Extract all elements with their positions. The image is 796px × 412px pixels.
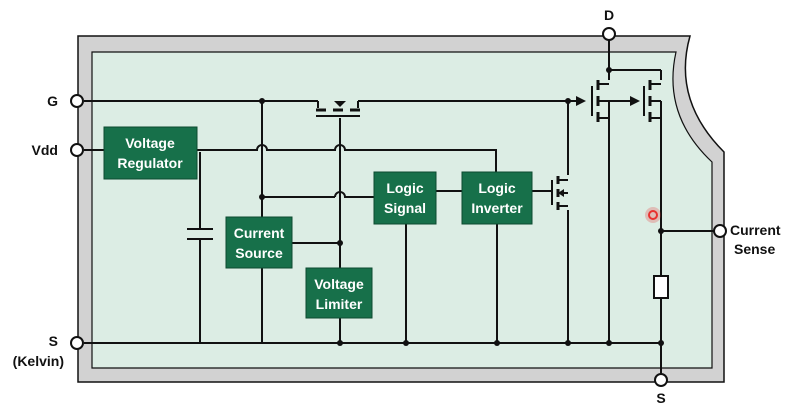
sense-mosfet [630, 80, 662, 122]
sense-resistor [653, 275, 669, 299]
pulldown-mosfet [551, 176, 568, 210]
svg-text:Voltage: Voltage [314, 276, 364, 292]
pin-gate: G [47, 93, 84, 109]
svg-text:S: S [656, 390, 665, 406]
svg-text:Logic: Logic [386, 180, 424, 196]
pin-vdd: Vdd [32, 142, 84, 158]
main-power-mosfet [576, 80, 610, 122]
pin-current-sense: Current Sense [713, 222, 781, 257]
block-logic-inverter: Logic Inverter [461, 171, 533, 225]
svg-text:(Kelvin): (Kelvin) [13, 353, 64, 369]
svg-text:Signal: Signal [384, 200, 426, 216]
pin-source: S [654, 373, 668, 406]
svg-text:Vdd: Vdd [32, 142, 58, 158]
svg-text:S: S [49, 333, 58, 349]
svg-text:G: G [47, 93, 58, 109]
svg-text:Inverter: Inverter [471, 200, 523, 216]
svg-text:Source: Source [235, 245, 283, 261]
gate-clamp-mosfet [316, 101, 360, 117]
block-current-source: Current Source [225, 216, 293, 269]
svg-text:Logic: Logic [478, 180, 516, 196]
svg-text:Sense: Sense [734, 241, 775, 257]
block-voltage-limiter: Voltage Limiter [305, 267, 373, 319]
svg-text:Current: Current [730, 222, 781, 238]
svg-text:Limiter: Limiter [316, 296, 363, 312]
block-logic-signal: Logic Signal [373, 171, 437, 225]
capacitor-symbol [187, 228, 213, 240]
svg-text:Voltage: Voltage [125, 135, 175, 151]
pin-source-kelvin: S (Kelvin) [13, 333, 84, 369]
block-voltage-regulator: Voltage Regulator [103, 126, 198, 180]
svg-text:Regulator: Regulator [117, 155, 183, 171]
junction-dots [259, 67, 664, 346]
cursor-marker [645, 207, 661, 223]
pin-drain: D [602, 7, 616, 41]
svg-text:Current: Current [234, 225, 285, 241]
svg-text:D: D [604, 7, 614, 23]
